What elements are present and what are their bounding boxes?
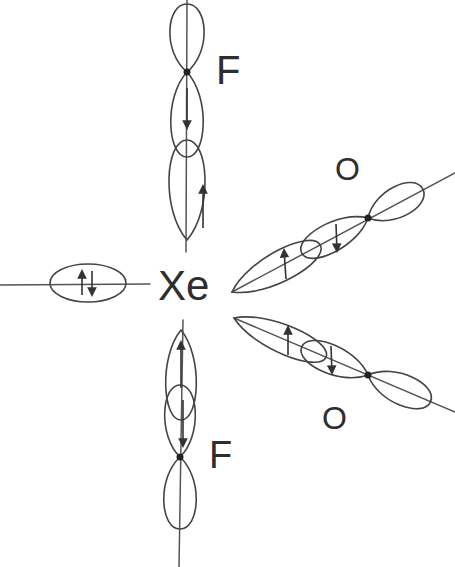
nucleus-dot bbox=[365, 215, 372, 222]
orbital-lobe bbox=[295, 205, 375, 266]
electron-arrow bbox=[287, 327, 289, 355]
electron-arrow bbox=[284, 250, 286, 279]
orbital-lobe bbox=[228, 305, 331, 371]
electron-arrow bbox=[336, 224, 337, 251]
orbital-lobe bbox=[165, 385, 196, 457]
atom-label: O bbox=[320, 402, 349, 434]
nucleus-dot bbox=[365, 372, 372, 379]
orbital-lobe bbox=[169, 140, 205, 240]
axis-line bbox=[234, 318, 455, 412]
electron-arrow bbox=[182, 400, 184, 446]
atom-label: F bbox=[207, 436, 234, 474]
nucleus-dot bbox=[184, 69, 191, 76]
electron-arrow bbox=[81, 271, 83, 295]
label-holder: O bbox=[333, 153, 362, 185]
orbital-lobe bbox=[225, 232, 328, 306]
orbital-lobe bbox=[171, 72, 203, 157]
orbital-lobe bbox=[361, 175, 430, 231]
label-holder: Xe bbox=[156, 265, 211, 307]
orbital-lobe bbox=[166, 330, 197, 420]
atom-label: F bbox=[214, 50, 242, 90]
electron-arrow bbox=[202, 186, 204, 228]
axis-line bbox=[232, 173, 455, 292]
lone-pair-orbital bbox=[50, 264, 126, 302]
atom-label: Xe bbox=[156, 265, 211, 307]
orbital-lobe bbox=[296, 334, 374, 389]
orbital-lobe bbox=[362, 361, 437, 416]
axis-line bbox=[0, 284, 150, 285]
orbital-lobe bbox=[164, 457, 196, 529]
orbital-lobe bbox=[170, 4, 204, 72]
label-holder: F bbox=[207, 436, 234, 474]
electron-arrow bbox=[91, 271, 93, 295]
electron-arrow bbox=[331, 346, 332, 373]
nucleus-dot bbox=[177, 454, 184, 461]
atom-label: O bbox=[333, 153, 362, 185]
axis-line bbox=[186, 0, 187, 252]
label-holder: O bbox=[320, 402, 349, 434]
axis-line bbox=[179, 320, 183, 567]
electron-arrow bbox=[186, 88, 188, 128]
electron-arrow bbox=[180, 342, 182, 388]
label-holder: F bbox=[214, 50, 242, 90]
